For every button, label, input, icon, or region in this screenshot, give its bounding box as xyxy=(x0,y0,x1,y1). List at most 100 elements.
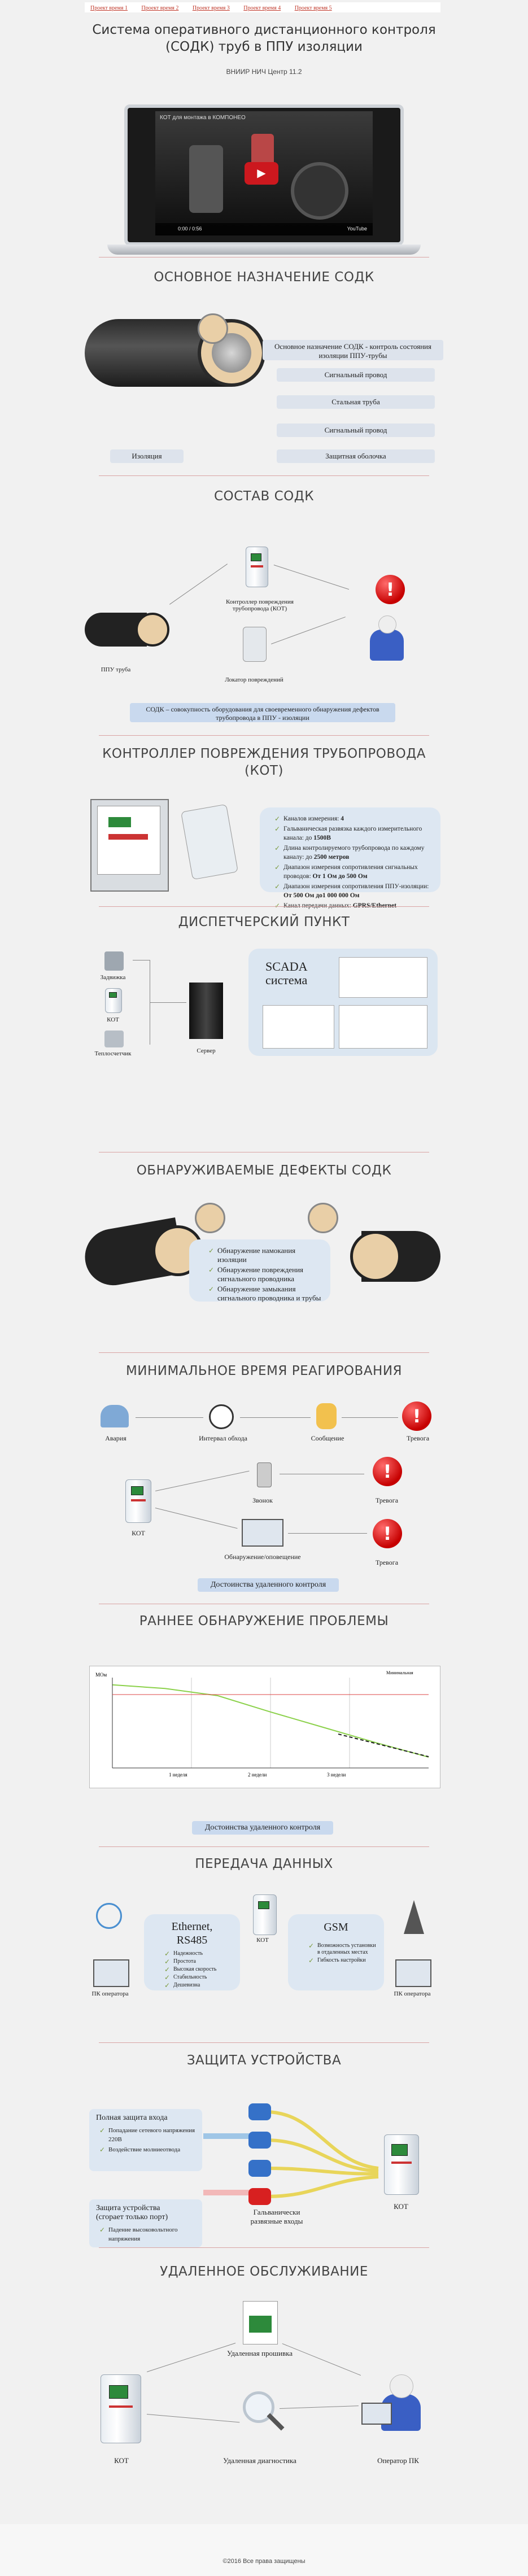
remote-advantages-2: Достоинства удаленного контроля xyxy=(192,1821,333,1835)
footer-text: ©2016 Все права защищены xyxy=(222,2558,306,2565)
full-protection-panel: Полная защита входа Попадание сетевого н… xyxy=(89,2109,202,2171)
cable-icon xyxy=(96,1903,122,1929)
kot-protection-caption: КОТ xyxy=(394,2202,408,2211)
gsm-item: Гибкость настройки xyxy=(308,1957,378,1964)
gsm-panel: GSM Возможность установки в отдаленных м… xyxy=(288,1914,384,1990)
magnifier-handle xyxy=(267,2413,285,2431)
server-icon xyxy=(189,983,223,1039)
feature-item: Диапазон измерения сопротивления сигналь… xyxy=(274,863,435,881)
section-title-transfer: ПЕРЕДАЧА ДАННЫХ xyxy=(195,1857,333,1871)
port-protection-item: Падение высоковольтного напряжения xyxy=(99,2225,197,2243)
alarm-icon-3: ! xyxy=(373,1519,402,1548)
kot-module-image xyxy=(181,804,238,880)
label-outer-shell: Защитная оболочка xyxy=(277,449,435,463)
nav-link-5[interactable]: Проект время 5 xyxy=(294,5,332,11)
section-title-purpose: ОСНОВНОЕ НАЗНАЧЕНИЕ СОДК xyxy=(154,270,374,285)
pipe-left-icon xyxy=(80,1203,203,1293)
kot-response-icon xyxy=(125,1479,151,1523)
remote-advantages-1: Достоинства удаленного контроля xyxy=(198,1578,339,1592)
protection-wires xyxy=(203,2101,395,2225)
controller-features-panel: Каналов измерения: 4 Гальваническая разв… xyxy=(260,807,440,910)
footer: ©2016 Все права защищены xyxy=(0,2524,528,2576)
section-title-protection: ЗАЩИТА УСТРОЙСТВА xyxy=(186,2053,342,2068)
gsm-title: GSM xyxy=(324,1921,348,1933)
nav-link-3[interactable]: Проект время 3 xyxy=(192,5,230,11)
phone-icon xyxy=(257,1462,272,1487)
scada-panel: SCADA система xyxy=(248,949,438,1056)
chart-series-line xyxy=(112,1684,429,1758)
section-title-dispatch: ДИСПЕТЧЕРСКИЙ ПУНКТ xyxy=(178,915,350,929)
right-pc-icon xyxy=(395,1959,431,1987)
nav-link-1[interactable]: Проект время 1 xyxy=(90,5,128,11)
laptop: КОТ для монтажа в КОМПОНЕО ▶ 0:00 / 0:56… xyxy=(107,104,421,257)
port-protection-title: Защита устройства (сгорает только порт) xyxy=(96,2204,168,2221)
alarm-icon-2: ! xyxy=(373,1457,402,1486)
feature-item: Каналов измерения: 4 xyxy=(274,814,435,823)
pipe-small-icon xyxy=(85,607,169,652)
locator-icon xyxy=(243,627,267,662)
left-pc-icon xyxy=(93,1959,129,1987)
chart-tick-3: 3 недели xyxy=(327,1772,346,1778)
feature-item: Канал передачи данных: GPRS/Ethernet xyxy=(274,901,435,910)
defect-item: Обнаружение замыкания сигнального провод… xyxy=(208,1285,325,1303)
video-player[interactable]: КОТ для монтажа в КОМПОНЕО ▶ 0:00 / 0:56… xyxy=(155,111,373,235)
label-steel-pipe: Стальная труба xyxy=(277,395,435,409)
play-icon[interactable]: ▶ xyxy=(245,162,278,185)
left-pc-caption: ПК оператора xyxy=(91,1990,129,1997)
section-title-early: РАННЕЕ ОБНАРУЖЕНИЕ ПРОБЛЕМЫ xyxy=(139,1614,389,1628)
pipe-right-icon xyxy=(339,1214,440,1293)
defect-item: Обнаружение повреждения сигнального пров… xyxy=(208,1265,325,1283)
kot-small-icon xyxy=(105,988,122,1013)
composition-note: СОДК – совокупность оборудования для сво… xyxy=(130,703,395,722)
top-nav: Проект время 1 Проект время 2 Проект вре… xyxy=(85,2,440,12)
chart-ylabel: МОм xyxy=(95,1672,107,1678)
interval-caption: Интервал обхода xyxy=(199,1434,247,1442)
defect-item: Обнаружение намокания изоляции xyxy=(208,1246,325,1264)
ethernet-item: Высокая скорость xyxy=(164,1966,234,1973)
messenger-icon xyxy=(316,1403,337,1429)
gsm-item: Возможность установки в отдаленных места… xyxy=(308,1942,378,1956)
nav-link-4[interactable]: Проект время 4 xyxy=(243,5,281,11)
accident-caption: Авария xyxy=(105,1434,126,1442)
operator-pc-icon xyxy=(361,2372,429,2434)
firmware-caption: Удаленная прошивка xyxy=(226,2349,293,2357)
alarm-caption-1: Тревога xyxy=(406,1434,430,1442)
youtube-logo[interactable]: YouTube xyxy=(347,226,367,232)
kot-transfer-icon xyxy=(253,1894,277,1935)
full-protection-item: Воздействие молниеотвода xyxy=(99,2145,197,2154)
chart-legend: Минимальная xyxy=(386,1670,413,1675)
meter-caption: Теплосчетчик xyxy=(94,1050,132,1057)
red-input xyxy=(248,2188,271,2205)
alarm-caption-2: Тревога xyxy=(375,1496,399,1504)
chart-svg: МОм Минимальная 1 неделя 2 недели 3 неде… xyxy=(95,1670,429,1778)
diag-caption: Удаленная диагностика xyxy=(223,2456,296,2465)
blue-input-3 xyxy=(248,2160,271,2177)
ethernet-item: Стабильность xyxy=(164,1974,234,1981)
alarm-caption-3: Тревога xyxy=(375,1558,399,1566)
alert-icon: ! xyxy=(376,575,405,604)
alarm-icon-1: ! xyxy=(402,1401,431,1431)
inputs-caption: Гальванически развязные входы xyxy=(250,2208,303,2225)
pipe-caption: ППУ труба xyxy=(101,666,131,673)
section-title-defects: ОБНАРУЖИВАЕМЫЕ ДЕФЕКТЫ СОДК xyxy=(136,1163,392,1178)
nav-link-2[interactable]: Проект время 2 xyxy=(141,5,179,11)
detect-caption: Обнаружение/оповещение xyxy=(224,1553,301,1561)
monitor-icon xyxy=(242,1519,283,1547)
right-pc-caption: ПК оператора xyxy=(394,1990,431,1997)
section-title-controller: КОНТРОЛЛЕР ПОВРЕЖДЕНИЯ ТРУБОПРОВОДА (КОТ… xyxy=(102,746,426,778)
valve-icon xyxy=(104,951,124,971)
label-signal-wire-1: Сигнальный провод xyxy=(277,368,435,382)
feature-item: Длина контролируемого трубопровода по ка… xyxy=(274,844,435,862)
magnifier-icon xyxy=(243,2391,274,2423)
operator-caption: Оператор ПК xyxy=(377,2456,419,2465)
tower-icon xyxy=(404,1900,424,1934)
ethernet-item: Надежность xyxy=(164,1950,234,1957)
label-signal-wire-2: Сигнальный провод xyxy=(277,423,435,437)
clock-icon xyxy=(209,1404,234,1429)
meter-icon xyxy=(104,1031,124,1047)
port-protection-panel: Защита устройства (сгорает только порт) … xyxy=(89,2199,202,2247)
chart-tick-2: 2 недели xyxy=(248,1772,267,1778)
video-time: 0:00 / 0:56 xyxy=(178,226,202,232)
call-caption: Звонок xyxy=(252,1496,273,1504)
ethernet-item: Простота xyxy=(164,1958,234,1965)
